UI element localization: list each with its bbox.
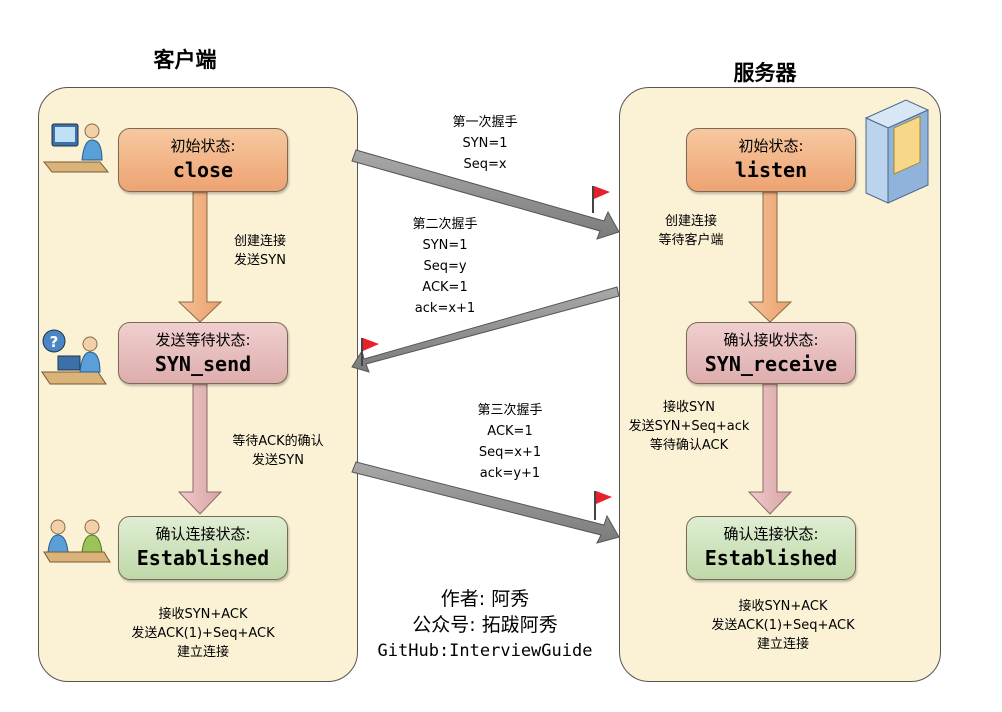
flag-icon [594, 491, 612, 520]
server-arrow-recv [747, 383, 793, 515]
credit-wechat: 公众号: 拓跋阿秀 [412, 614, 558, 636]
handshake-third-label: 第三次握手 ACK=1 Seq=x+1 ack=y+1 [477, 403, 543, 481]
client-handshake-icon [43, 519, 111, 563]
client-question-user-icon: ? [41, 329, 107, 385]
server-note-recv: 接收SYN 发送SYN+Seq+ack 等待确认ACK [628, 400, 750, 453]
server-arrow-create [747, 191, 793, 323]
state-label: 初始状态: [170, 137, 236, 155]
state-value: SYN_send [154, 352, 252, 376]
arrow-third-handshake [351, 461, 620, 544]
server-state-established: 确认连接状态: Established [686, 516, 856, 580]
handshake-first-label: 第一次握手 SYN=1 Seq=x [452, 115, 518, 172]
state-label: 发送等待状态: [155, 331, 251, 349]
server-note-create: 创建连接 等待客户端 [658, 214, 724, 248]
server-note-bottom: 接收SYN+ACK 发送ACK(1)+Seq+ACK 建立连接 [711, 599, 855, 652]
flag-icon [592, 186, 610, 213]
client-arrow-wait [177, 383, 223, 515]
server-state-listen: 初始状态: listen [686, 128, 856, 192]
state-value: close [172, 158, 234, 182]
credit-github: GitHub:InterviewGuide [377, 641, 593, 661]
client-arrow-create [177, 191, 223, 323]
client-note-wait: 等待ACK的确认 发送SYN [232, 434, 324, 468]
server-tower-icon [864, 99, 930, 204]
client-pc-user-icon [42, 123, 110, 173]
state-label: 确认连接状态: [155, 525, 251, 543]
client-state-syn-send: 发送等待状态: SYN_send [118, 322, 288, 384]
arrow-first-handshake [351, 149, 620, 240]
state-label: 初始状态: [738, 137, 804, 155]
flag-icon [361, 338, 379, 366]
state-label: 确认接收状态: [723, 331, 819, 349]
server-title: 服务器 [733, 61, 797, 85]
client-state-close: 初始状态: close [118, 128, 288, 192]
client-note-create: 创建连接 发送SYN [233, 234, 286, 268]
state-value: SYN_receive [704, 352, 838, 376]
handshake-second-label: 第二次握手 SYN=1 Seq=y ACK=1 ack=x+1 [412, 217, 478, 316]
credits: 作者: 阿秀 公众号: 拓跋阿秀 GitHub:InterviewGuide [350, 586, 620, 664]
credit-author: 作者: 阿秀 [440, 588, 530, 610]
state-value: listen [734, 158, 808, 182]
client-state-established: 确认连接状态: Established [118, 516, 288, 580]
state-value: Established [704, 546, 838, 570]
state-label: 确认连接状态: [723, 525, 819, 543]
client-note-bottom: 接收SYN+ACK 发送ACK(1)+Seq+ACK 建立连接 [131, 607, 275, 660]
state-value: Established [136, 546, 270, 570]
svg-text:?: ? [50, 333, 59, 351]
server-state-syn-receive: 确认接收状态: SYN_receive [686, 322, 856, 384]
arrow-second-handshake [351, 286, 620, 373]
client-title: 客户端 [153, 48, 217, 72]
